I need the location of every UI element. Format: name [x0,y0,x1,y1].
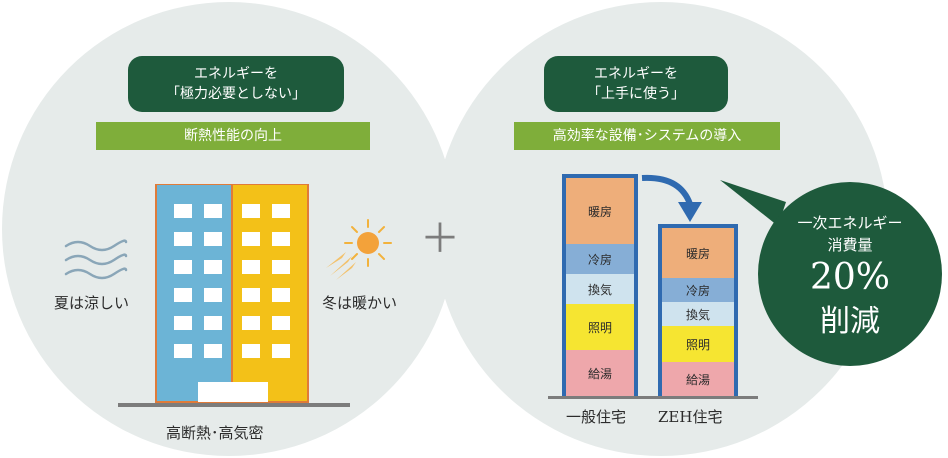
zeh-lighting-segment: 照明 [662,326,734,362]
zeh-cooling-label: 冷房 [685,283,710,298]
right-green-bar: 高効率な設備･システムの導入 [514,122,780,150]
general-cooling-label: 冷房 [587,252,612,267]
right-pill-line1: エネルギーを [594,66,678,82]
left-pill-line1: エネルギーを [194,66,278,82]
zeh-ventilation-segment: 換気 [662,302,734,326]
general-heating-segment: 暖房 [566,178,634,244]
zeh-house-stack: 暖房 冷房 換気 照明 給湯 [658,224,738,396]
zeh-lighting-label: 照明 [685,337,710,352]
zeh-heating-label: 暖房 [685,246,710,261]
zeh-hotwater-label: 給湯 [685,372,710,387]
cool-wind-icon [64,239,128,280]
building-illustration [118,184,350,407]
building-caption: 高断熱･高気密 [166,424,264,442]
plus-sign: ＋ [420,216,460,262]
callout-line2: 消費量 [827,236,873,254]
zeh-hotwater-segment: 給湯 [662,362,734,396]
zeh-ventilation-label: 換気 [685,307,710,322]
right-pill-line2: 「上手に使う」 [587,86,685,102]
general-hotwater-label: 給湯 [587,366,612,381]
general-ventilation-segment: 換気 [566,274,634,304]
zeh-house-label: ZEH住宅 [658,408,723,426]
zeh-cooling-segment: 冷房 [662,278,734,302]
general-heating-label: 暖房 [587,204,612,219]
summer-label: 夏は涼しい [54,294,130,312]
reduction-arrow-icon [641,174,702,222]
left-pill-line2: 「極力必要としない」 [166,86,306,102]
left-green-bar: 断熱性能の向上 [96,122,370,150]
reduction-callout: 一次エネルギー 消費量 20% 削減 [758,182,942,366]
winter-label: 冬は暖かい [322,294,398,312]
sun-icon [326,219,392,280]
general-house-stack: 暖房 冷房 換気 照明 給湯 [562,174,638,396]
general-hotwater-segment: 給湯 [566,350,634,396]
general-house-label: 一般住宅 [566,408,627,426]
zeh-heating-segment: 暖房 [662,228,734,278]
callout-line3: 削減 [820,304,880,339]
general-ventilation-label: 換気 [587,282,612,297]
right-heading-pill: エネルギーを 「上手に使う」 [544,56,728,112]
general-lighting-label: 照明 [587,320,612,335]
general-cooling-segment: 冷房 [566,244,634,274]
general-lighting-segment: 照明 [566,304,634,350]
callout-line1: 一次エネルギー [797,214,903,232]
callout-pointer [720,180,786,226]
left-heading-pill: エネルギーを 「極力必要としない」 [128,56,344,112]
callout-value: 20% [809,257,890,298]
ground-line [548,396,758,399]
